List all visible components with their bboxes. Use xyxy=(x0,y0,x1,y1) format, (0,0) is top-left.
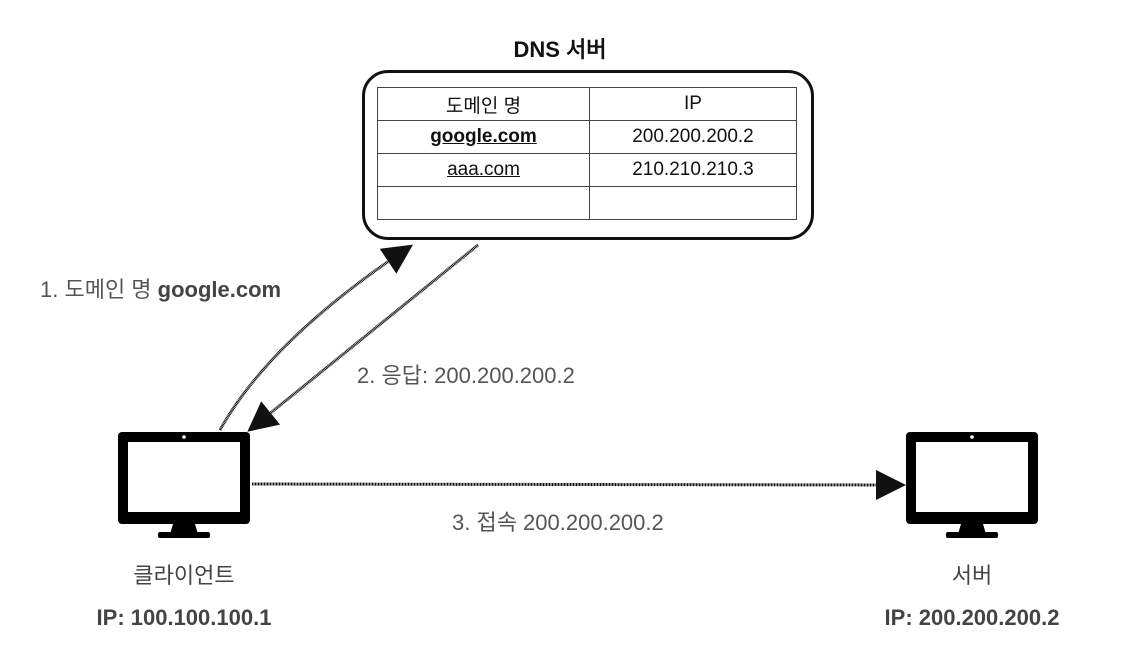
domain-cell xyxy=(377,186,590,220)
server-monitor-icon xyxy=(906,432,1038,538)
connect-label: 3. 접속 200.200.200.2 xyxy=(452,510,664,535)
dns-server-title: DNS 서버 xyxy=(513,37,607,62)
ip-cell xyxy=(589,186,797,220)
table-row xyxy=(377,186,797,220)
server-label: 서버 xyxy=(951,563,993,588)
ip-cell: 200.200.200.2 xyxy=(589,120,797,154)
request-label-domain: google.com xyxy=(157,277,282,302)
client-ip-label: IP: 100.100.100.1 xyxy=(96,605,272,630)
ip-cell: 210.210.210.3 xyxy=(589,153,797,187)
connect-arrow xyxy=(251,469,906,500)
header-domain: 도메인 명 xyxy=(377,87,590,121)
client-label: 클라이언트 xyxy=(133,563,235,588)
domain-cell: google.com xyxy=(377,120,590,154)
header-ip: IP xyxy=(589,87,797,121)
request-label: 1. 도메인 명 google.com xyxy=(40,272,281,304)
dns-server-box xyxy=(362,70,814,240)
domain-cell: aaa.com xyxy=(377,153,590,187)
dns-table: 도메인 명 IP google.com 200.200.200.2 aaa.co… xyxy=(377,87,797,220)
table-row: google.com 200.200.200.2 xyxy=(377,120,797,154)
request-arrow xyxy=(218,244,413,431)
response-label: 2. 응답: 200.200.200.2 xyxy=(357,363,575,388)
table-header-row: 도메인 명 IP xyxy=(377,87,797,121)
request-label-prefix: 1. 도메인 명 xyxy=(40,277,158,302)
table-row: aaa.com 210.210.210.3 xyxy=(377,153,797,187)
response-arrow xyxy=(247,243,479,432)
client-monitor-icon xyxy=(118,432,250,538)
server-ip-label: IP: 200.200.200.2 xyxy=(884,605,1060,630)
